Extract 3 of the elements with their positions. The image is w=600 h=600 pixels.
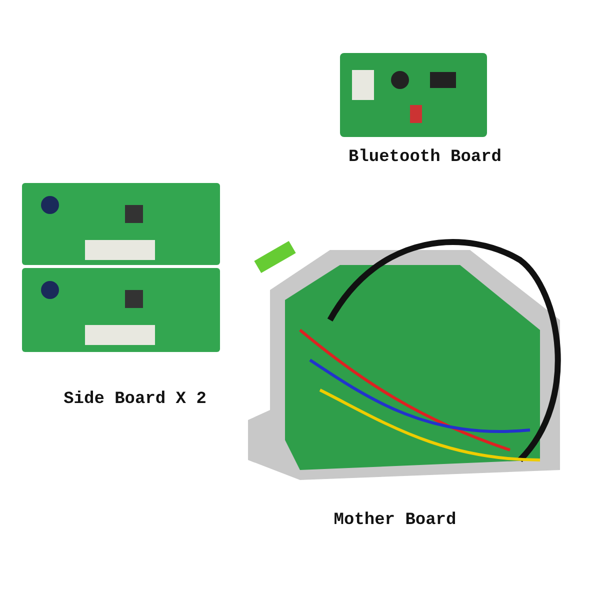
board-caption: Bluetooth Board xyxy=(348,148,502,167)
board-caption: Mother Board xyxy=(334,511,456,530)
board-caption: Side Board X 2 xyxy=(64,390,206,409)
